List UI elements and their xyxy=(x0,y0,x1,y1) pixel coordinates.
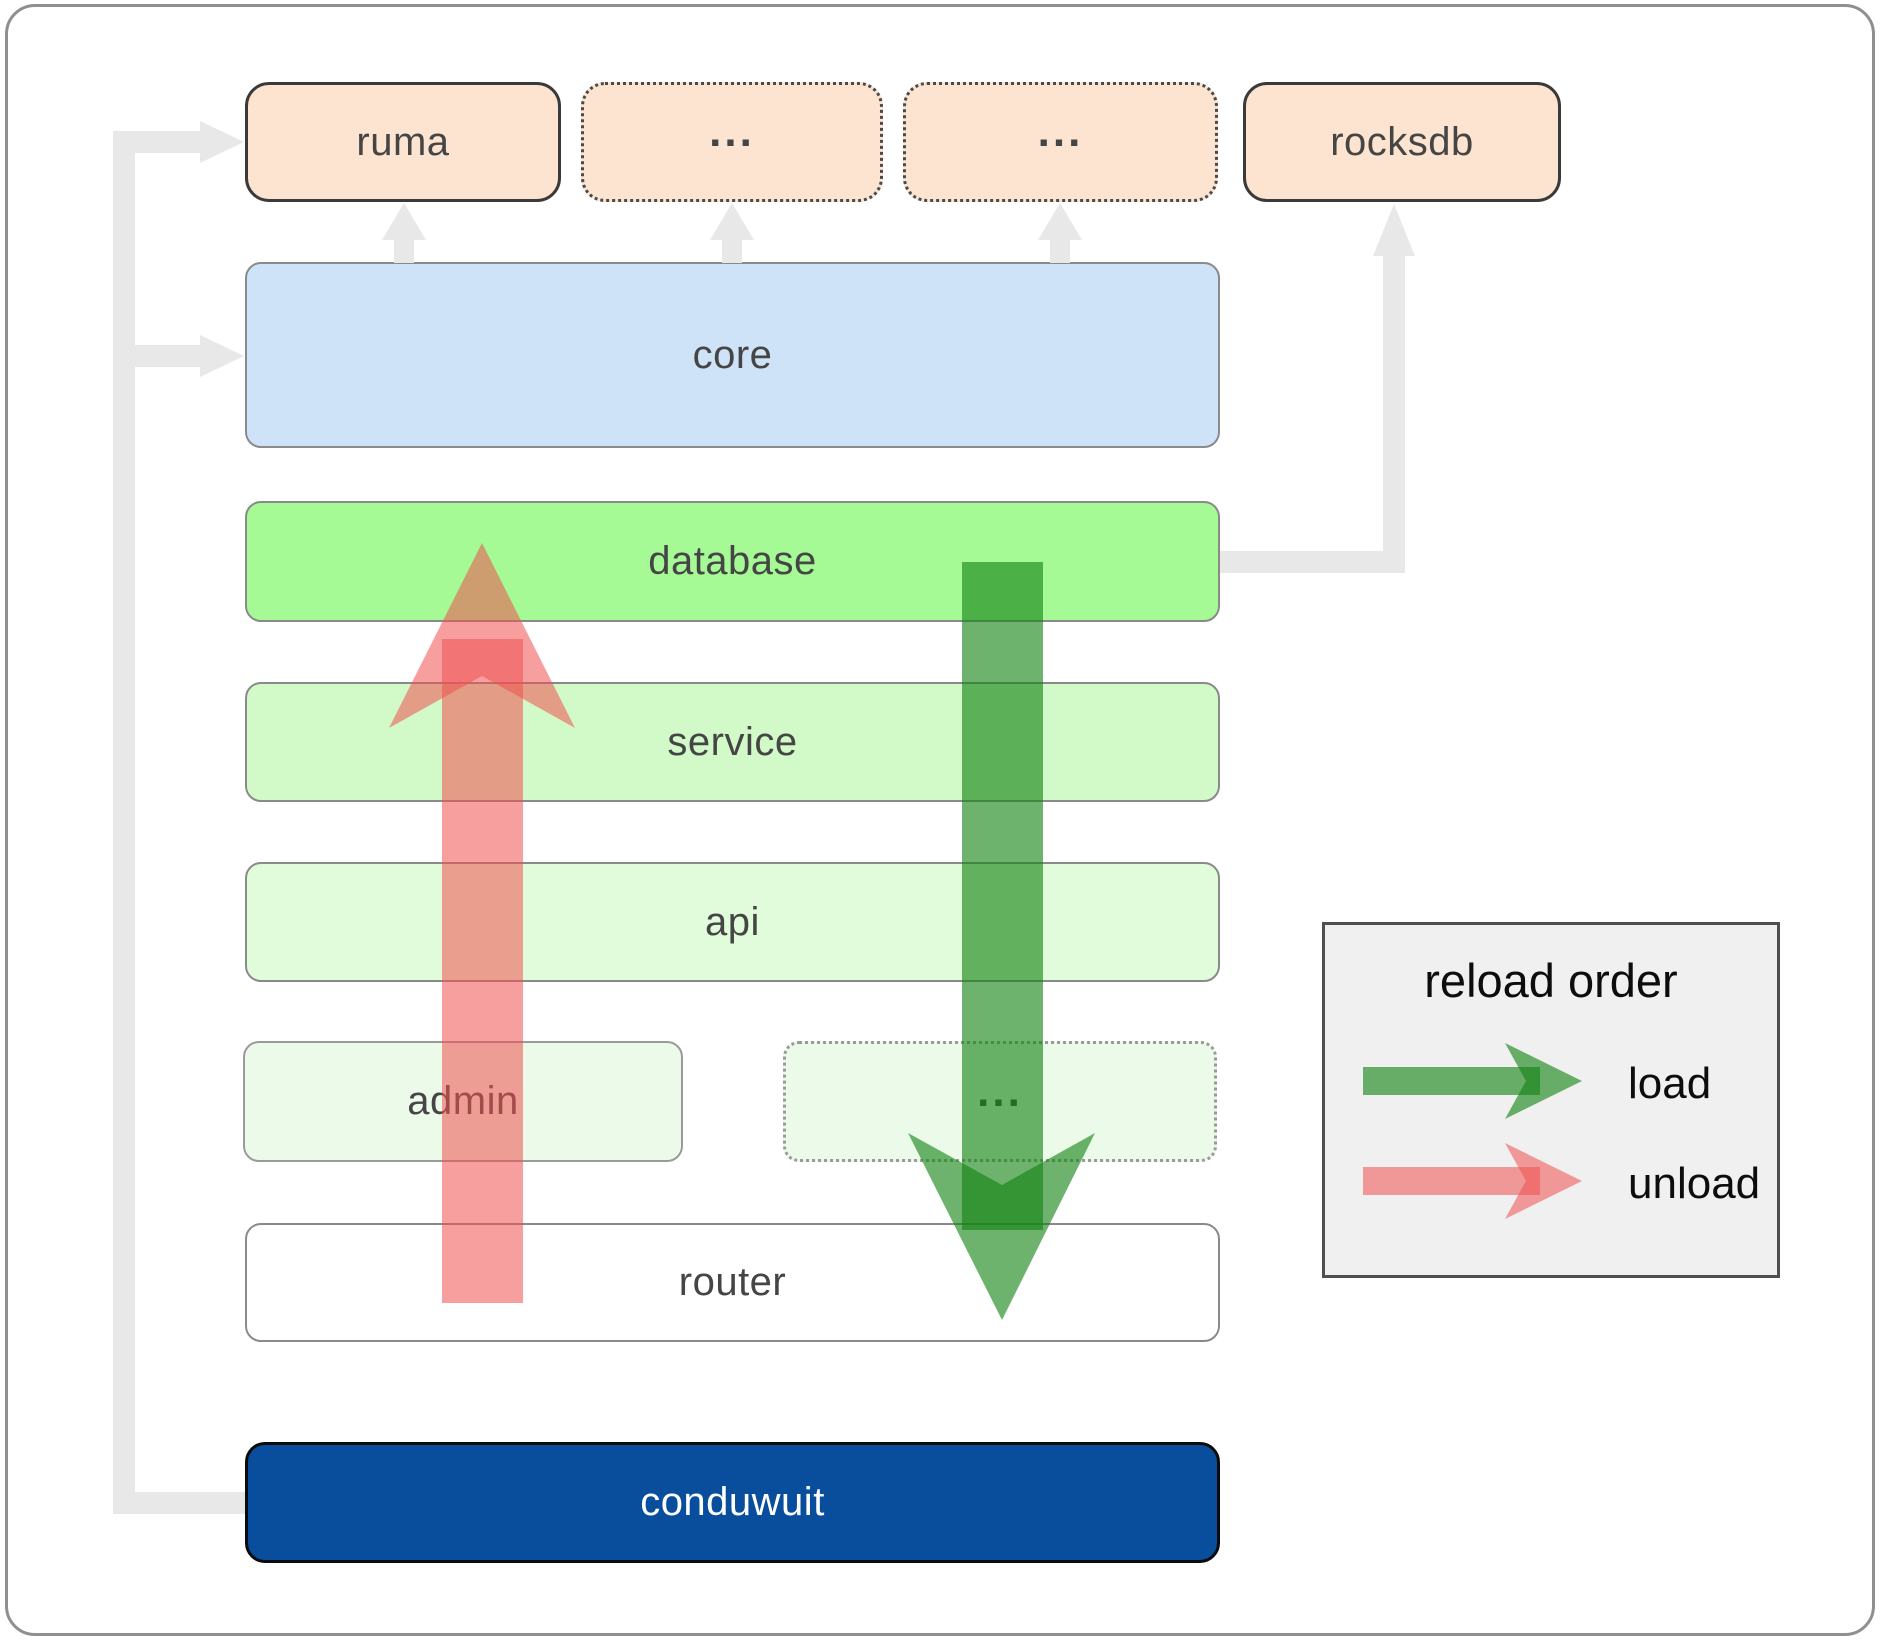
box-ruma-label: ruma xyxy=(356,119,450,164)
legend-unload-label: unload xyxy=(1628,1159,1761,1208)
box-database: database xyxy=(245,501,1220,622)
box-top-ellipsis-2-label: ... xyxy=(1037,107,1084,156)
box-service-label: service xyxy=(667,719,798,764)
box-service: service xyxy=(245,682,1220,802)
box-router-label: router xyxy=(678,1260,787,1304)
box-top-ellipsis-1: ... xyxy=(581,82,883,202)
box-admin: admin xyxy=(243,1041,683,1162)
box-rocksdb-label: rocksdb xyxy=(1330,119,1474,164)
box-api: api xyxy=(245,862,1220,982)
box-database-label: database xyxy=(648,539,817,583)
box-mid-ellipsis-label: ... xyxy=(977,1066,1023,1116)
box-rocksdb: rocksdb xyxy=(1243,82,1561,202)
box-admin-label: admin xyxy=(407,1079,519,1123)
box-ruma: ruma xyxy=(245,82,561,202)
box-router: router xyxy=(245,1223,1220,1342)
box-api-label: api xyxy=(705,899,760,944)
box-conduwuit: conduwuit xyxy=(245,1442,1220,1563)
box-core: core xyxy=(245,262,1220,448)
box-mid-ellipsis: ... xyxy=(783,1041,1217,1162)
legend-reload-order: reload order load unload xyxy=(1322,922,1780,1278)
legend-load-label: load xyxy=(1628,1059,1712,1108)
box-conduwuit-label: conduwuit xyxy=(640,1480,825,1524)
box-core-label: core xyxy=(692,332,773,377)
legend-title: reload order xyxy=(1424,954,1678,1007)
box-top-ellipsis-1-label: ... xyxy=(709,107,755,156)
box-top-ellipsis-2: ... xyxy=(903,82,1218,202)
diagram-outer-border xyxy=(5,4,1875,1636)
